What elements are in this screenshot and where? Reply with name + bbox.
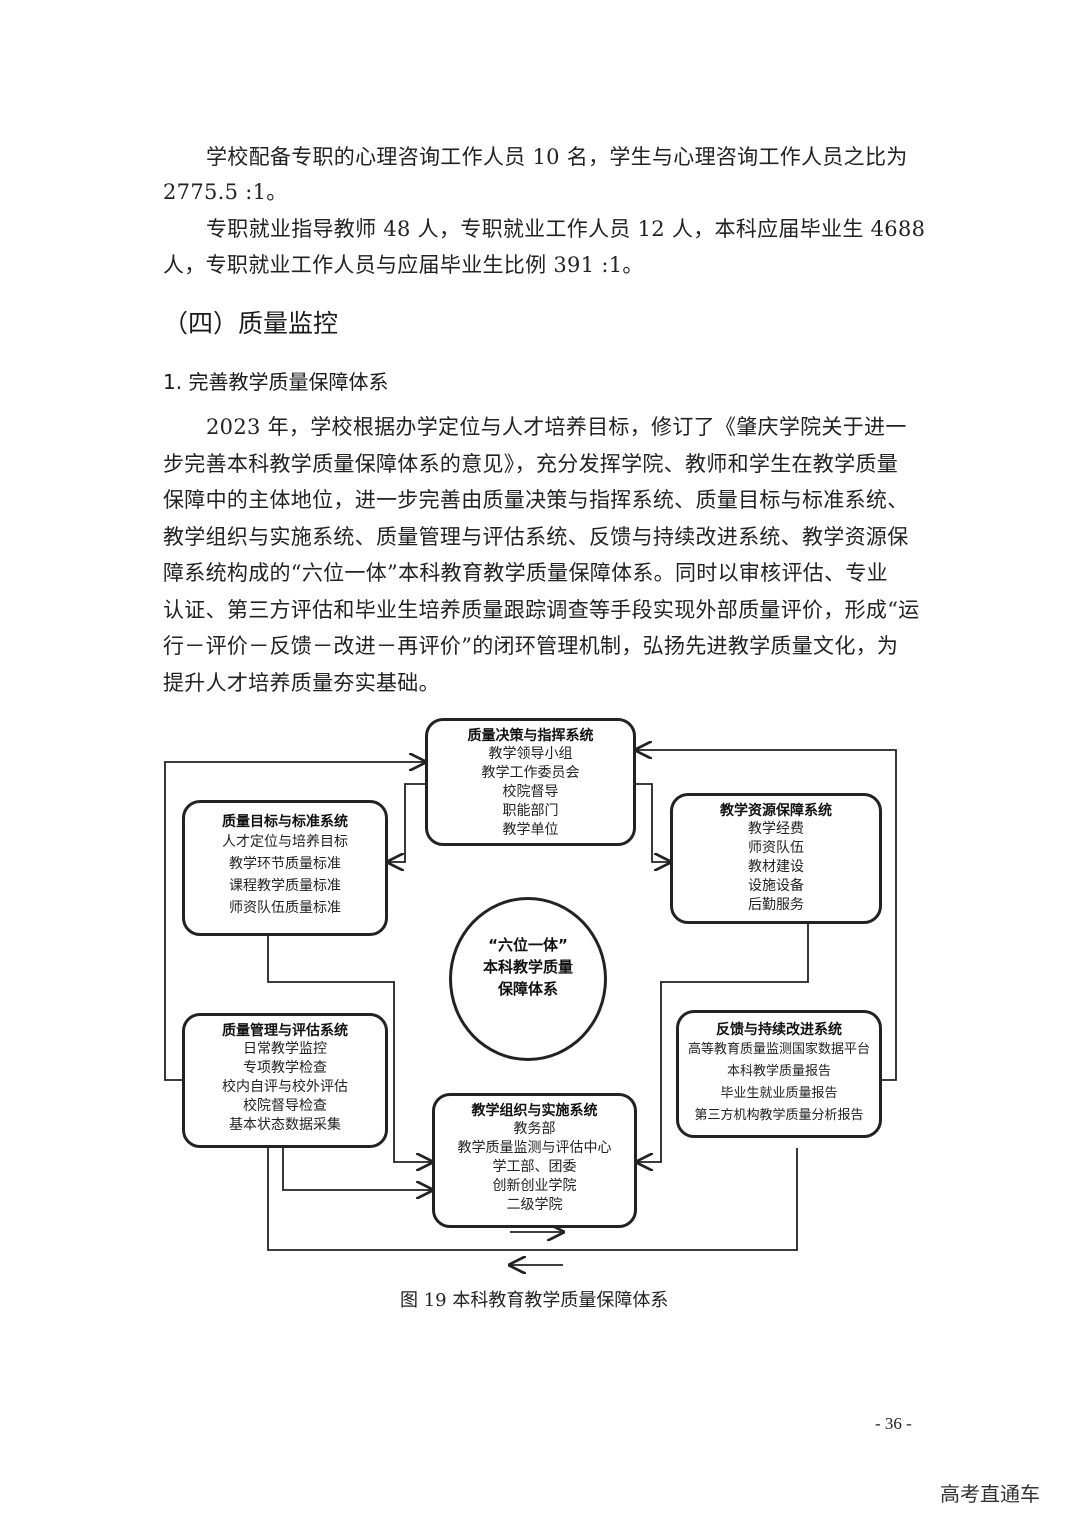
box-item: 本科教学质量报告 [726,1064,831,1079]
box-item: 师资队伍 [748,840,804,856]
box-item: 专项教学检查 [243,1060,327,1076]
section-heading: （四）质量监控 [163,309,339,338]
box-feedback-system: 反馈与持续改进系统 高等教育质量监测国家数据平台 本科教学质量报告 毕业生就业质… [676,1010,882,1138]
connector-management-to-organization [282,1148,432,1190]
box-item: 后勤服务 [748,897,804,913]
box-item: 二级学院 [506,1197,563,1213]
box-item: 校院督导 [502,784,559,800]
body-line: 认证、第三方评估和毕业生培养质量跟踪调查等手段实现外部质量评价，形成“运 [163,598,920,622]
connector-decision-to-resources [636,783,670,862]
subsection-heading: 1. 完善教学质量保障体系 [163,370,389,394]
center-line: 本科教学质量 [482,958,573,976]
box-item: 校内自评与校外评估 [222,1079,348,1095]
box-item: 创新创业学院 [492,1178,577,1194]
box-title: 教学组织与实施系统 [471,1103,598,1119]
connector-resources-to-organization [637,924,809,1162]
paragraph-line: 学校配备专职的心理咨询工作人员 10 名，学生与心理咨询工作人员之比为 [206,145,908,169]
box-item: 师资队伍质量标准 [229,900,341,916]
box-item: 毕业生就业质量报告 [720,1086,838,1101]
body-line: 2023 年，学校根据办学定位与人才培养目标，修订了《肇庆学院关于进一 [206,415,907,439]
box-title: 反馈与持续改进系统 [716,1022,842,1038]
box-item: 教材建设 [748,859,804,875]
watermark-text: 高考直通车 [940,1482,1040,1506]
paragraph-line: 人，专职就业工作人员与应届毕业生比例 391 :1。 [163,253,644,277]
body-line: 提升人才培养质量夯实基础。 [163,671,440,695]
center-line: 保障体系 [497,980,558,998]
box-item: 教学单位 [502,822,559,838]
box-standards-system: 质量目标与标准系统 人才定位与培养目标 教学环节质量标准 课程教学质量标准 师资… [182,800,388,936]
paragraph-line: 专职就业指导教师 48 人，专职就业工作人员 12 人，本科应届毕业生 4688 [206,217,926,241]
box-item: 教学环节质量标准 [229,856,341,872]
box-item: 职能部门 [502,803,559,819]
box-item: 基本状态数据采集 [229,1117,341,1133]
body-line: 教学组织与实施系统、质量管理与评估系统、反馈与持续改进系统、教学资源保 [163,525,909,549]
body-line: 步完善本科教学质量保障体系的意见》，充分发挥学院、教师和学生在教学质量 [163,452,898,476]
box-item: 教学工作委员会 [481,765,580,781]
body-line: 行－评价－反馈－改进－再评价”的闭环管理机制，弘扬先进教学质量文化，为 [163,634,899,658]
paragraph-line: 2775.5 :1。 [163,180,288,204]
connector-left-outer [164,762,425,1081]
box-title: 质量目标与标准系统 [222,814,348,830]
box-item: 第三方机构教学质量分析报告 [694,1108,864,1123]
figure-caption: 图 19 本科教育教学质量保障体系 [400,1290,669,1311]
center-line: “六位一体” [488,936,568,954]
box-resources-system: 教学资源保障系统 教学经费 师资队伍 教材建设 设施设备 后勤服务 [670,793,882,924]
box-item: 课程教学质量标准 [229,878,341,894]
quality-assurance-diagram: 质量决策与指挥系统 教学领导小组 教学工作委员会 校院督导 职能部门 教学单位 … [0,700,1080,1280]
box-title: 质量决策与指挥系统 [467,728,594,744]
box-title: 教学资源保障系统 [720,803,832,819]
box-item: 设施设备 [748,878,804,894]
connector-right-outer [636,750,897,1081]
page-number: - 36 - [875,1414,912,1433]
box-management-system: 质量管理与评估系统 日常教学监控 专项教学检查 校内自评与校外评估 校院督导检查… [182,1013,388,1148]
box-decision-system: 质量决策与指挥系统 教学领导小组 教学工作委员会 校院督导 职能部门 教学单位 [425,718,636,846]
connector-bottom-loop [267,1148,798,1251]
body-line: 保障中的主体地位，进一步完善由质量决策与指挥系统、质量目标与标准系统、 [163,488,909,512]
box-item: 人才定位与培养目标 [222,834,348,850]
box-item: 校院督导检查 [243,1098,327,1114]
box-item: 高等教育质量监测国家数据平台 [687,1042,870,1057]
connector-decision-to-standards [388,783,425,862]
box-item: 教务部 [513,1121,556,1137]
connector-standards-to-organization [267,936,432,1162]
box-item: 日常教学监控 [243,1041,327,1057]
box-title: 质量管理与评估系统 [222,1023,348,1039]
central-system-circle: “六位一体” 本科教学质量 保障体系 [449,897,607,1061]
box-item: 学工部、团委 [492,1159,577,1175]
box-item: 教学经费 [748,821,804,837]
body-line: 障系统构成的“六位一体”本科教育教学质量保障体系。同时以审核评估、专业 [163,561,888,585]
box-item: 教学质量监测与评估中心 [457,1140,612,1156]
box-organization-system: 教学组织与实施系统 教务部 教学质量监测与评估中心 学工部、团委 创新创业学院 … [432,1093,637,1228]
box-item: 教学领导小组 [488,746,573,762]
diagram-connectors [164,700,897,1280]
